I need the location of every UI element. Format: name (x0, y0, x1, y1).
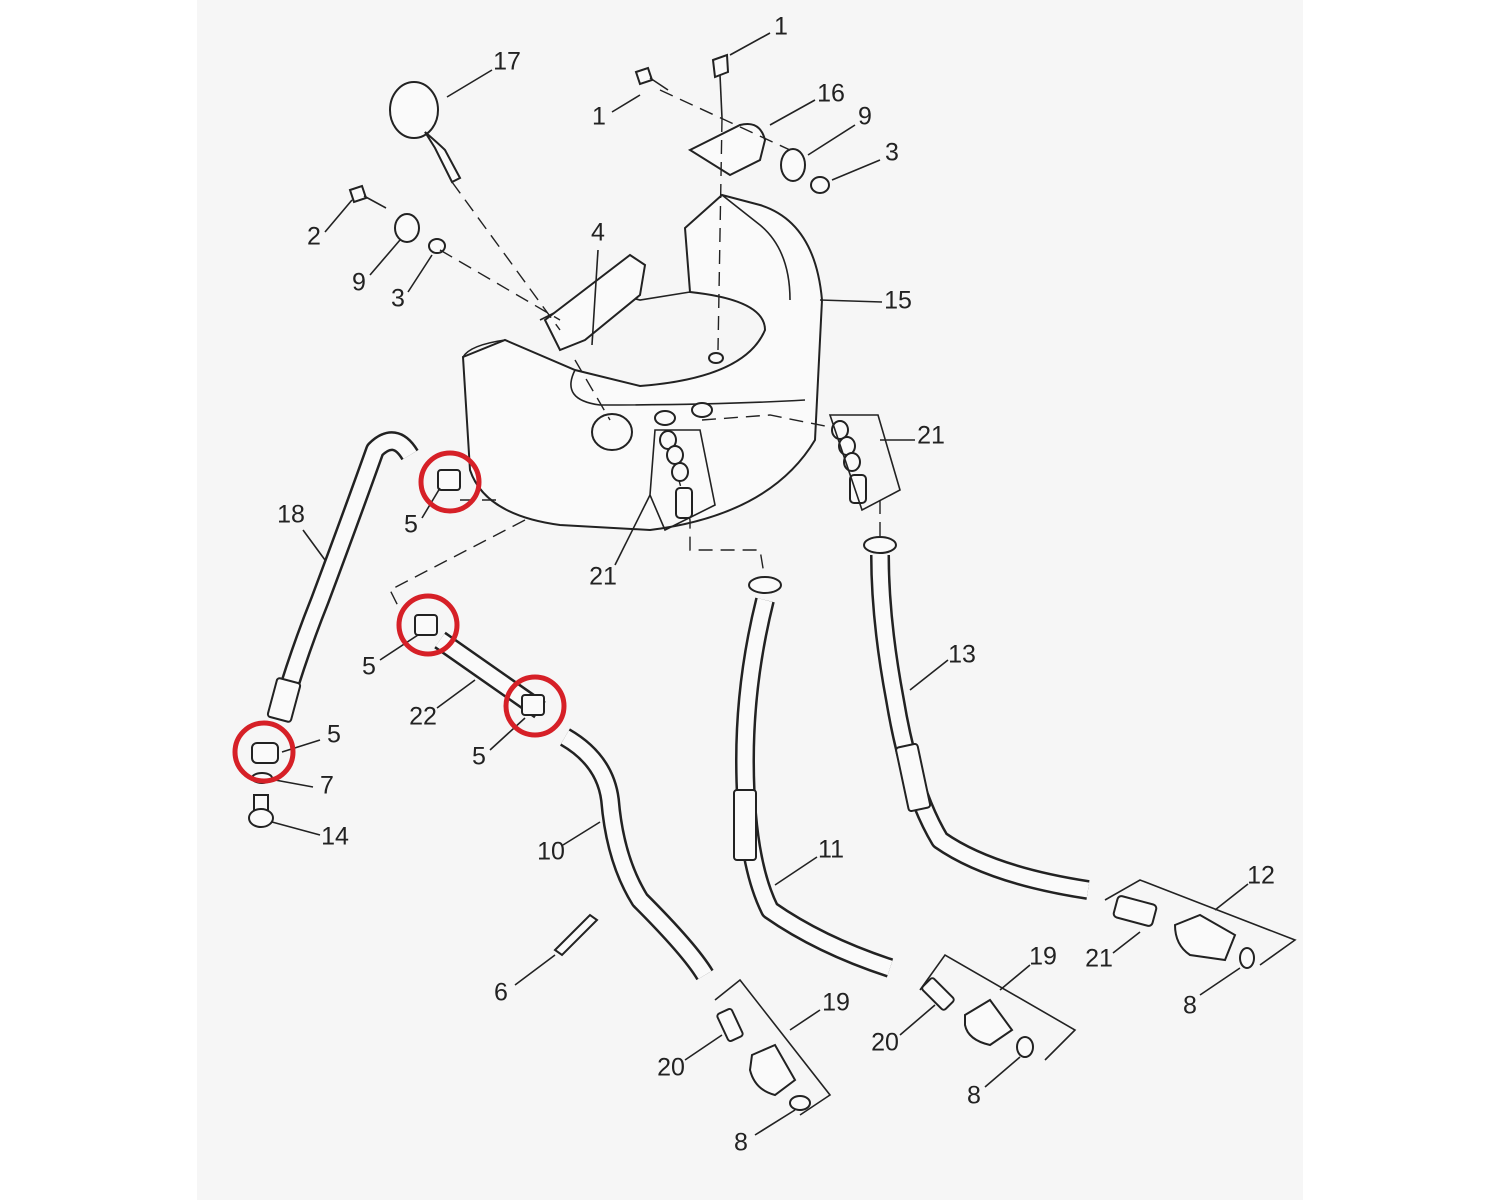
highlight-rings (232, 450, 567, 784)
highlight-ring (232, 720, 296, 784)
callout-label: 20 (871, 1029, 899, 1057)
diagram-panel (197, 0, 1303, 1200)
hose-10 (559, 728, 714, 981)
spacer-3b (428, 238, 446, 254)
callout-label: 9 (858, 103, 872, 131)
callout-label: 16 (817, 80, 845, 108)
callout-label: 13 (948, 641, 976, 669)
callout-label: 21 (1085, 945, 1113, 973)
drain-plug-14 (248, 794, 274, 828)
hose-13 (863, 536, 1090, 900)
callout-label: 5 (472, 743, 486, 771)
leader-lines (271, 32, 1249, 1136)
highlight-ring (418, 450, 482, 514)
callout-label: 21 (589, 563, 617, 591)
callout-label: 8 (1183, 992, 1197, 1020)
callout-label: 12 (1247, 862, 1275, 890)
callout-label: 3 (885, 139, 899, 167)
callout-label: 7 (320, 772, 334, 800)
hose-18 (266, 431, 419, 723)
callout-label: 8 (967, 1082, 981, 1110)
callout-label: 9 (352, 269, 366, 297)
fitting-stack-21-right (828, 414, 901, 512)
filler-cap-17 (389, 81, 462, 184)
callout-labels: 1 1 16 9 3 17 2 9 3 4 15 21 18 5 21 5 22… (277, 13, 1275, 1157)
callout-label: 17 (493, 48, 521, 76)
hose-clamps-5 (251, 469, 545, 764)
fitting-group-12-right (1104, 879, 1297, 969)
highlight-ring (396, 593, 460, 657)
callout-label: 6 (494, 979, 508, 1007)
callout-label: 15 (884, 287, 912, 315)
bracket-16 (687, 123, 767, 177)
bolt-1b (634, 66, 654, 86)
callout-label: 20 (657, 1054, 685, 1082)
spacer-3 (810, 176, 830, 194)
callout-label: 8 (734, 1129, 748, 1157)
callout-label: 2 (307, 223, 321, 251)
callout-label: 21 (917, 422, 945, 450)
bolt-1 (711, 53, 730, 79)
callout-label: 1 (592, 103, 606, 131)
fitting-group-19-middle (919, 953, 1077, 1061)
callout-label: 3 (391, 285, 405, 313)
callout-label: 10 (537, 838, 565, 866)
callout-label: 11 (818, 836, 844, 864)
fitting-stack-21-left (649, 429, 716, 532)
callout-label: 1 (774, 13, 788, 41)
highlight-ring (503, 674, 567, 738)
callout-label: 5 (404, 511, 418, 539)
callout-label: 19 (822, 989, 850, 1017)
grommet-9 (780, 148, 806, 182)
bolt-2 (348, 184, 368, 204)
callout-label: 4 (591, 219, 605, 247)
hose-11 (733, 576, 894, 978)
callout-label: 19 (1029, 943, 1057, 971)
callout-label: 14 (321, 823, 349, 851)
fitting-group-19-left (714, 978, 832, 1116)
grommet-9b (394, 213, 420, 243)
callout-label: 22 (409, 703, 437, 731)
callout-label: 5 (327, 721, 341, 749)
fuel-tank (461, 193, 824, 532)
callout-label: 5 (362, 653, 376, 681)
clip-6 (553, 913, 599, 957)
callout-label: 18 (277, 501, 305, 529)
